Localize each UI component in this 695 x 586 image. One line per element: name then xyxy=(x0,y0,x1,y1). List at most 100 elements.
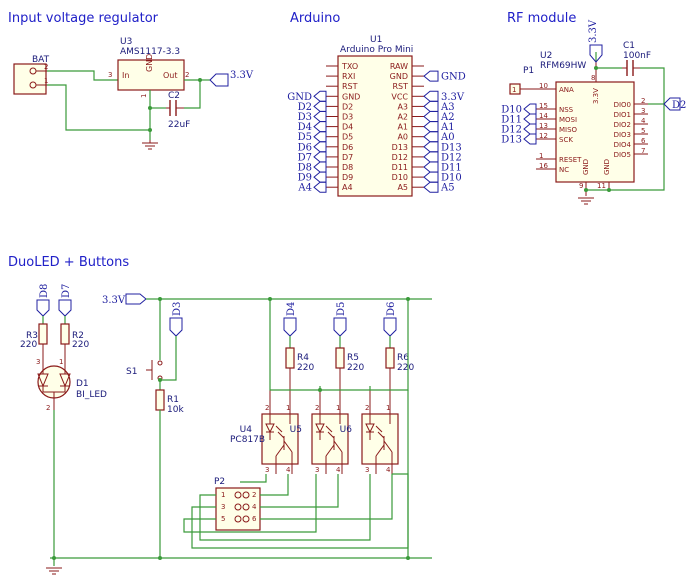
r3-ref: R3 xyxy=(26,331,38,341)
opto-pin2: 2 xyxy=(365,404,369,412)
arduino-right-net: D10 xyxy=(441,173,462,184)
u2-rfm69hw[interactable]: U2 RFM69HW ANA10NSS15MOSI14MISO13SCK12RE… xyxy=(536,51,648,183)
u3-pin-out: Out xyxy=(163,71,178,80)
rf-left-net: D10 xyxy=(501,105,522,116)
r1-ref: R1 xyxy=(167,395,179,405)
rf-gnd-pin-b: 11 xyxy=(597,182,606,190)
opto-pin2: 2 xyxy=(265,404,269,412)
rf-right-pin-num: 4 xyxy=(641,117,646,125)
u3-pin-gnd: GND xyxy=(145,54,154,72)
d1-bi-led[interactable]: 3 1 2 D1 BI_LED xyxy=(36,358,107,412)
rf-left-pin: MOSI xyxy=(559,116,577,124)
net-label-d2-rf: D2 xyxy=(648,97,686,111)
opto-pin3: 3 xyxy=(315,466,319,474)
gnd-symbol-regulator xyxy=(142,140,158,150)
d1-pin2: 2 xyxy=(46,404,50,412)
title-duoled-buttons: DuoLED + Buttons xyxy=(8,255,129,270)
rf-gnd-pin-a: 9 xyxy=(579,182,583,190)
rf-right-pin: DIO4 xyxy=(614,141,632,149)
rf-right-pin-num: 3 xyxy=(641,107,645,115)
arduino-right-pin: GND xyxy=(390,72,408,81)
arduino-left-pin: D4 xyxy=(342,123,353,132)
r3-value: 220 xyxy=(20,340,37,350)
opto-pin4: 4 xyxy=(386,466,391,474)
rf-left-pin: SCK xyxy=(559,136,573,144)
duoled-net-d3: D3 xyxy=(172,302,183,316)
d1-ref: D1 xyxy=(76,379,89,389)
arduino-left-net: D7 xyxy=(298,152,312,163)
arduino-left-pin: D2 xyxy=(342,102,353,111)
arduino-right-net: A1 xyxy=(440,122,455,133)
rf-left-pin-num: 15 xyxy=(539,102,548,110)
battery-connector[interactable]: BAT 2 1 xyxy=(13,55,50,95)
arduino-left-pin: D8 xyxy=(342,163,353,172)
arduino-left-net: GND xyxy=(287,92,312,103)
p2-pin3: 3 xyxy=(221,503,225,511)
duoled-net-d4: D4 xyxy=(286,302,297,316)
arduino-left-pin: D6 xyxy=(342,143,353,152)
arduino-right-net: D11 xyxy=(441,163,462,174)
rf-left-pin-num: 16 xyxy=(539,162,548,170)
rf-left-net: D12 xyxy=(501,125,522,136)
arduino-right-pin: RAW xyxy=(390,62,408,71)
opto-pin1: 1 xyxy=(336,404,340,412)
duoled-net-d7: D7 xyxy=(61,284,72,298)
duoled-net-d8: D8 xyxy=(39,284,50,298)
net-label-d6: D6 xyxy=(383,302,397,337)
rf-left-net: D11 xyxy=(501,115,522,126)
u1-value: Arduino Pro Mini xyxy=(340,45,413,55)
p2-header[interactable]: P2 1 2 3 4 5 6 xyxy=(214,477,261,531)
arduino-right-pin: A1 xyxy=(397,123,408,132)
r4-ref: R4 xyxy=(297,353,309,363)
p2-ref: P2 xyxy=(214,477,225,487)
arduino-right-net: A5 xyxy=(440,183,455,194)
arduino-left-pin: D5 xyxy=(342,133,353,142)
arduino-left-net: D8 xyxy=(298,163,312,174)
d1-pin3: 3 xyxy=(36,358,40,366)
u4-ref: U4 xyxy=(240,425,253,435)
r5-value: 220 xyxy=(347,363,364,373)
p1-ref: P1 xyxy=(523,66,534,76)
net-label-d5: D5 xyxy=(333,302,347,337)
rf-right-pin: DIO5 xyxy=(614,151,631,159)
rf-left-pin-num: 10 xyxy=(539,82,548,90)
arduino-left-net: A4 xyxy=(297,183,312,194)
u1-arduino-pro-mini[interactable]: U1 Arduino Pro Mini TXORXIRSTGNDD2D3D4D5… xyxy=(326,35,424,197)
rf-right-pin: DIO3 xyxy=(614,131,631,139)
u3-pin3: 3 xyxy=(108,71,112,79)
p1-antenna-pad[interactable]: 1 P1 xyxy=(509,66,556,95)
regulator-out-net: 3.3V xyxy=(230,70,254,81)
r2-value: 220 xyxy=(72,340,89,350)
c1-capacitor[interactable]: C1 100nF xyxy=(622,41,651,76)
u3-regulator[interactable]: U3 AMS1117-3.3 In Out GND 3 2 1 xyxy=(108,37,189,98)
arduino-left-pin: TXO xyxy=(341,62,358,71)
rf-pwr-net: 3.3V xyxy=(588,19,599,43)
arduino-right-pin: A2 xyxy=(397,113,408,122)
u6-ref: U6 xyxy=(340,425,353,435)
arduino-right-net: 3.3V xyxy=(441,92,465,103)
title-rf-module: RF module xyxy=(507,11,576,26)
opto-pin1: 1 xyxy=(286,404,290,412)
s1-pushbutton[interactable]: S1 xyxy=(126,360,163,381)
opto-pin4: 4 xyxy=(286,466,291,474)
arduino-right-pin: D10 xyxy=(392,173,408,182)
p1-pin: 1 xyxy=(512,86,516,94)
arduino-left-pin: D9 xyxy=(342,173,353,182)
rf-left-pin-num: 12 xyxy=(539,132,548,140)
u3-pin1: 1 xyxy=(140,94,148,98)
rf-right-pin-num: 6 xyxy=(641,137,646,145)
r4-value: 220 xyxy=(297,363,314,373)
c2-value: 22uF xyxy=(168,120,190,130)
rf-left-pin-num: 13 xyxy=(539,122,548,130)
rf-left-pin-num: 14 xyxy=(539,112,548,120)
c2-capacitor[interactable]: C2 22uF xyxy=(166,91,190,130)
